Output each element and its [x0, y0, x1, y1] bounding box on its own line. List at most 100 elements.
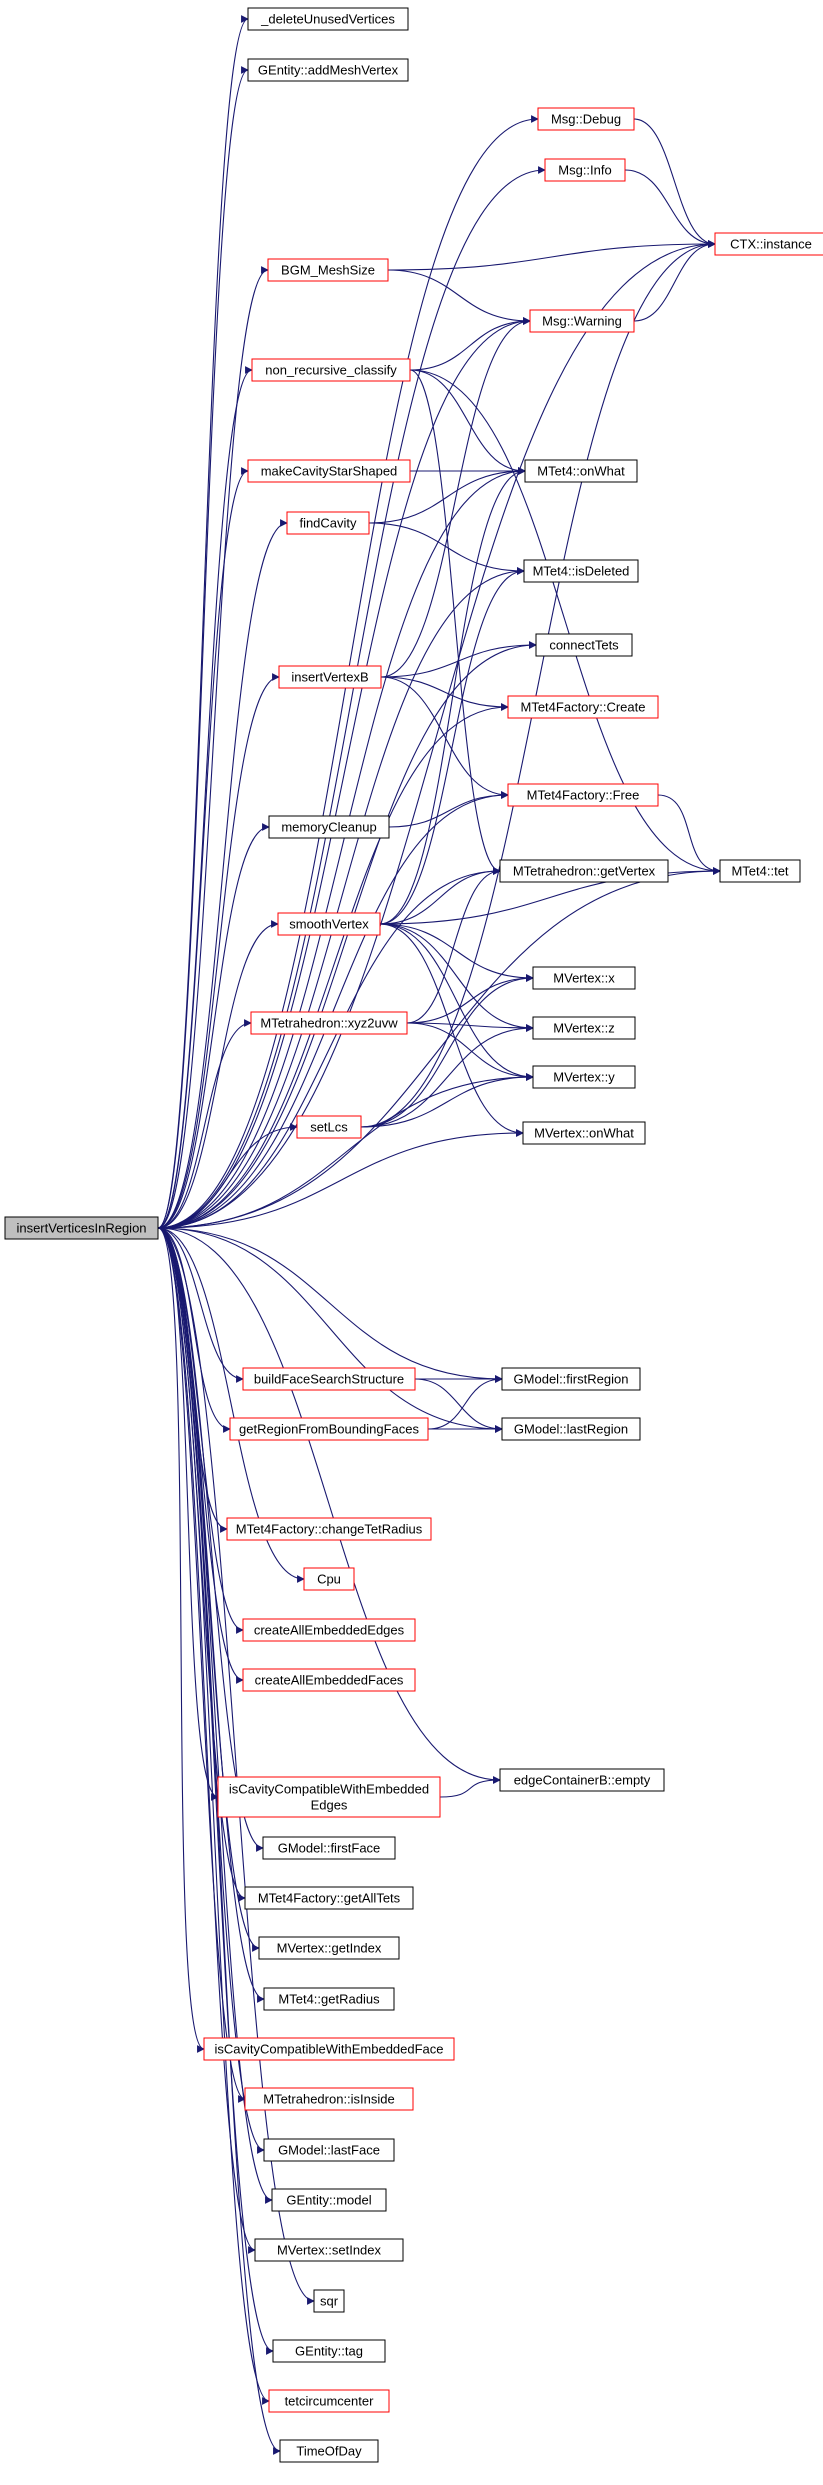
node-smoothvertex[interactable]: smoothVertex: [277, 912, 381, 936]
node-mtet4factory-create[interactable]: MTet4Factory::Create: [507, 695, 659, 719]
nodes-layer: insertVerticesInRegion _deleteUnusedVerti…: [4, 7, 823, 2463]
call-edge: [157, 1227, 231, 1433]
call-edge: [157, 867, 501, 1229]
call-edge: [379, 923, 534, 1081]
call-edge: [157, 317, 531, 1229]
node-label: MTet4::isDeleted: [533, 564, 630, 579]
node-label: Msg::Info: [558, 163, 611, 178]
call-edge: [157, 66, 249, 1229]
call-edge: [624, 169, 716, 248]
node-makecavitystarshaped[interactable]: makeCavityStarShaped: [247, 459, 411, 483]
call-edge: [157, 1227, 503, 1433]
call-edge: [379, 867, 501, 925]
node-mtet4-isdeleted: MTet4::isDeleted: [523, 559, 639, 583]
node-box: [268, 815, 390, 839]
node-ctx-instance[interactable]: CTX::instance: [714, 232, 823, 256]
node-mtetrahedron-getvertex: MTetrahedron::getVertex: [499, 859, 669, 883]
node-label: GEntity::addMeshVertex: [258, 63, 399, 78]
node-bgm-meshsize[interactable]: BGM_MeshSize: [267, 258, 389, 282]
node-box: [277, 912, 381, 936]
node-box: [286, 511, 370, 535]
node-label: tetcircumcenter: [285, 2394, 375, 2409]
node-label: GEntity::tag: [295, 2344, 363, 2359]
node-mtet4factory-free[interactable]: MTet4Factory::Free: [507, 783, 659, 807]
node-msg-info[interactable]: Msg::Info: [544, 158, 626, 182]
node-label: insertVertexB: [291, 670, 368, 685]
node-gentity-model: GEntity::model: [271, 2188, 387, 2212]
node-createallembeddededges[interactable]: createAllEmbeddedEdges: [242, 1618, 416, 1642]
call-edge: [157, 467, 249, 1229]
node-box: [532, 1065, 636, 1089]
call-edge: [157, 519, 288, 1229]
node-setlcs[interactable]: setLcs: [296, 1115, 362, 1139]
call-edge: [157, 641, 537, 1229]
call-edge: [380, 676, 509, 799]
node-box: [535, 633, 633, 657]
node-tetcircumcenter[interactable]: tetcircumcenter: [268, 2389, 390, 2413]
node-box: [501, 1417, 641, 1441]
node-box: [247, 7, 409, 31]
node-label: buildFaceSearchStructure: [254, 1372, 404, 1387]
call-edge: [633, 118, 716, 248]
call-edge: [368, 522, 525, 575]
node-createallembeddedfaces[interactable]: createAllEmbeddedFaces: [242, 1668, 416, 1692]
node-mvertex-y: MVertex::y: [532, 1065, 636, 1089]
node-label: MTetrahedron::xyz2uvw: [260, 1016, 398, 1031]
node-label: GModel::lastFace: [278, 2143, 380, 2158]
node-box: [267, 258, 389, 282]
node-insertvertexb[interactable]: insertVertexB: [278, 665, 382, 689]
node-label: connectTets: [549, 638, 619, 653]
node-mtet4factory-changetetradius[interactable]: MTet4Factory::changeTetRadius: [226, 1517, 432, 1541]
node-label: MTet4Factory::Free: [527, 788, 640, 803]
node-label: CTX::instance: [730, 237, 812, 252]
node-label: _deleteUnusedVertices: [260, 12, 395, 27]
call-edge: [157, 15, 249, 1229]
call-edge: [157, 1073, 534, 1229]
node-insertverticesinregion: insertVerticesInRegion: [4, 1216, 159, 1240]
node-label: MTet4Factory::getAllTets: [258, 1891, 401, 1906]
node-box: [532, 966, 636, 990]
node-box: [522, 1121, 646, 1145]
call-edge: [157, 1227, 265, 2003]
node-buildfacesearchstructure[interactable]: buildFaceSearchStructure: [242, 1367, 416, 1391]
node-mtetrahedron-isinside[interactable]: MTetrahedron::isInside: [244, 2087, 414, 2111]
node-label: MVertex::y: [553, 1070, 615, 1085]
call-edge: [157, 1227, 281, 2455]
call-edge: [157, 240, 716, 1229]
node-mtetrahedron-xyz2uvw[interactable]: MTetrahedron::xyz2uvw: [250, 1011, 408, 1035]
node-label: createAllEmbeddedEdges: [254, 1623, 405, 1638]
node-box: [303, 1567, 355, 1591]
node-mtet4-getradius: MTet4::getRadius: [263, 1987, 395, 2011]
node-label: createAllEmbeddedFaces: [255, 1673, 404, 1688]
node-mvertex-onwhat: MVertex::onWhat: [522, 1121, 646, 1145]
node-label: MVertex::setIndex: [277, 2243, 382, 2258]
node-getregionfromboundingfaces[interactable]: getRegionFromBoundingFaces: [229, 1417, 429, 1441]
node-box: [247, 58, 409, 82]
node-label: edgeContainerB::empty: [514, 1773, 651, 1788]
node-cpu[interactable]: Cpu: [303, 1567, 355, 1591]
node-label: Msg::Debug: [551, 112, 621, 127]
call-edge: [360, 1073, 534, 1128]
node-box: [262, 1836, 396, 1860]
node-msg-debug[interactable]: Msg::Debug: [537, 107, 635, 131]
node-box: [272, 2339, 386, 2363]
node-iscavitycompatiblewithembeddedface[interactable]: isCavityCompatibleWithEmbeddedFace: [203, 2037, 455, 2061]
node-memorycleanup: memoryCleanup: [268, 815, 390, 839]
node-label: TimeOfDay: [296, 2444, 362, 2459]
node-label: makeCavityStarShaped: [261, 464, 398, 479]
node-box: [523, 559, 639, 583]
node-findcavity[interactable]: findCavity: [286, 511, 370, 535]
node-label: MTet4::onWhat: [537, 464, 625, 479]
node-non-recursive-classify[interactable]: non_recursive_classify: [251, 358, 411, 382]
node-mvertex-x: MVertex::x: [532, 966, 636, 990]
call-edge: [360, 1024, 534, 1128]
call-edge: [157, 1227, 315, 2305]
call-edge: [157, 1129, 524, 1229]
node-box: [244, 1886, 414, 1910]
node-msg-warning[interactable]: Msg::Warning: [529, 309, 635, 333]
node-box: [258, 1936, 400, 1960]
node-label: GModel::firstFace: [278, 1841, 381, 1856]
node-label: isCavityCompatibleWithEmbeddedFace: [214, 2042, 443, 2057]
